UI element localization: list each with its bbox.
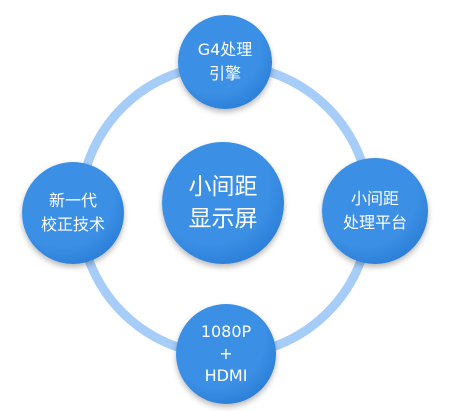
- node-calibration: 新一代 校正技术: [22, 162, 124, 264]
- node-center-display-line2: 显示屏: [188, 206, 258, 232]
- node-1080p-hdmi-line3: HDMI: [204, 366, 248, 385]
- node-g4-engine-line1: G4处理: [197, 40, 253, 59]
- node-processing-platform: 小间距 处理平台: [322, 158, 428, 264]
- node-1080p-hdmi: 1080P + HDMI: [176, 304, 276, 404]
- node-center-display: 小间距 显示屏: [162, 142, 284, 264]
- node-calibration-line2: 校正技术: [40, 215, 105, 234]
- node-processing-platform-line1: 小间距: [350, 189, 399, 208]
- node-g4-engine: G4处理 引擎: [178, 15, 272, 109]
- node-calibration-line1: 新一代: [48, 191, 97, 210]
- node-1080p-hdmi-line1: 1080P: [200, 322, 252, 341]
- node-center-display-line1: 小间距: [188, 174, 258, 200]
- node-processing-platform-line2: 处理平台: [342, 213, 407, 232]
- node-g4-engine-line2: 引擎: [208, 64, 241, 83]
- node-1080p-hdmi-line2: +: [219, 344, 233, 363]
